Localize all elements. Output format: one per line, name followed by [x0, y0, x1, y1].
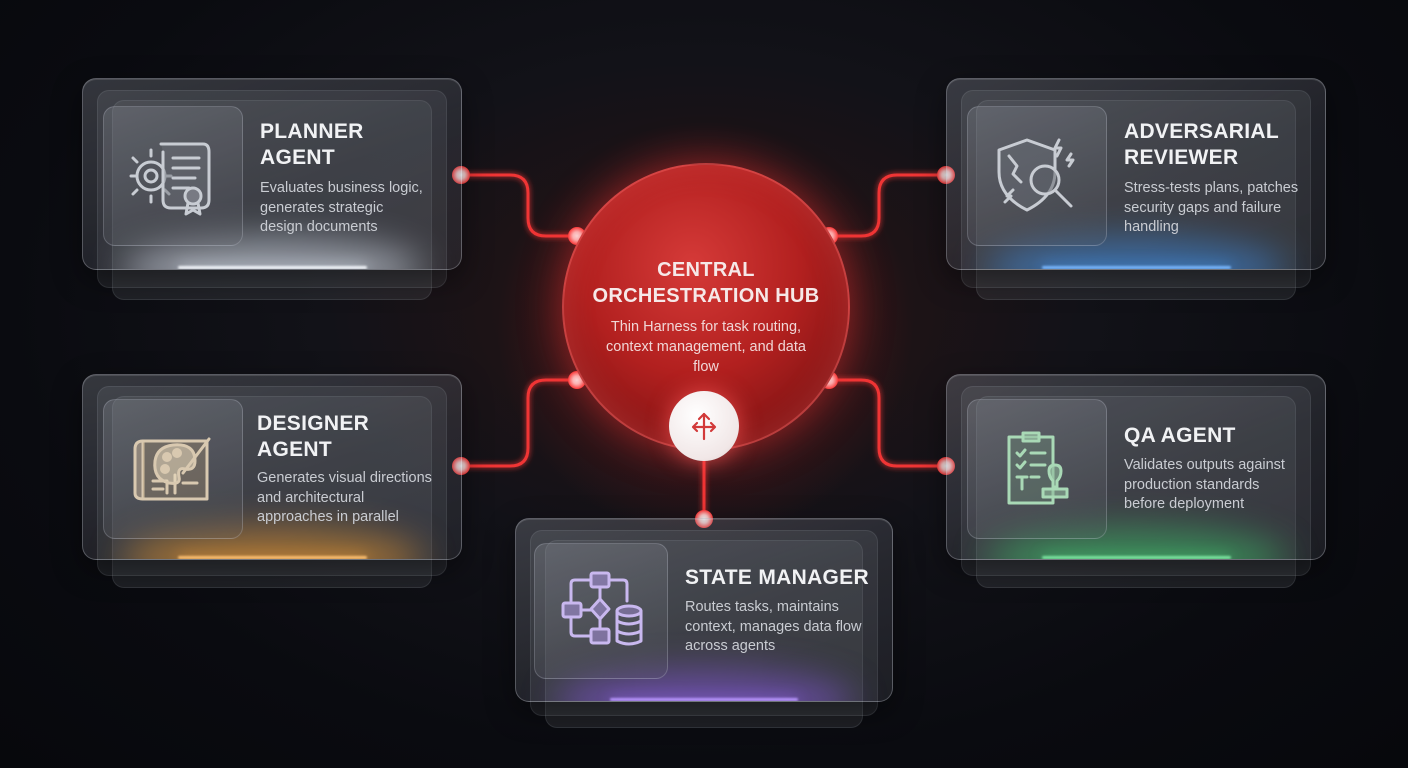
- card-glow-line: [1041, 266, 1231, 269]
- card-desc-line: before deployment: [1124, 496, 1245, 512]
- card-description: Routes tasks, maintains context, manages…: [685, 598, 885, 657]
- card-title-line: AGENT: [260, 146, 335, 169]
- card-title-line: DESIGNER: [257, 412, 370, 435]
- card-title-line: STATE MANAGER: [685, 566, 869, 589]
- icon-tile: [103, 106, 243, 246]
- card-desc-line: approaches in parallel: [257, 509, 399, 525]
- card-title-line: QA AGENT: [1124, 424, 1236, 447]
- card-title: PLANNER AGENT: [260, 119, 450, 171]
- card-desc-line: security gaps and failure: [1124, 199, 1282, 216]
- card-title-line: REVIEWER: [1124, 146, 1239, 169]
- designer-agent-card[interactable]: DESIGNER AGENT Generates visual directio…: [82, 374, 462, 588]
- icon-tile: [967, 106, 1107, 246]
- card-desc-line: handling: [1124, 219, 1179, 235]
- palette-blueprint-icon: [133, 437, 211, 501]
- clipboard-stamp-icon: [1007, 431, 1069, 505]
- icon-tile: [967, 399, 1107, 539]
- card-body: ADVERSARIAL REVIEWER Stress-tests plans,…: [946, 78, 1326, 270]
- card-desc-line: across agents: [685, 638, 776, 654]
- card-desc-line: generates strategic: [260, 199, 384, 216]
- card-glow-line: [177, 266, 367, 269]
- card-title: DESIGNER AGENT: [257, 411, 447, 463]
- hub-title-line: CENTRAL: [657, 259, 755, 281]
- card-body: DESIGNER AGENT Generates visual directio…: [82, 374, 462, 560]
- card-title: STATE MANAGER: [685, 565, 885, 591]
- card-desc-line: Stress-tests plans, patches: [1124, 180, 1299, 196]
- card-desc-line: design documents: [260, 219, 378, 235]
- hub-route-button[interactable]: [669, 391, 739, 461]
- card-glow-line: [177, 556, 367, 559]
- gear-document-certificate-icon: [129, 142, 211, 216]
- hub-description: Thin Harness for task routing, context m…: [596, 317, 816, 377]
- card-desc-line: Generates visual directions: [257, 470, 432, 486]
- card-description: Validates outputs against production sta…: [1124, 456, 1324, 515]
- hub-title-line: ORCHESTRATION HUB: [592, 285, 820, 307]
- card-desc-line: Evaluates business logic,: [260, 180, 423, 196]
- card-desc-line: Validates outputs against: [1124, 457, 1285, 473]
- icon-tile: [534, 543, 668, 679]
- card-glow-line: [1041, 556, 1231, 559]
- card-description: Evaluates business logic, generates stra…: [260, 179, 460, 238]
- split-arrows-icon: [691, 412, 717, 441]
- adversarial-reviewer-card[interactable]: ADVERSARIAL REVIEWER Stress-tests plans,…: [946, 78, 1326, 300]
- card-body: QA AGENT Validates outputs against produ…: [946, 374, 1326, 560]
- card-title-line: PLANNER: [260, 120, 364, 143]
- card-desc-line: context, manages data flow: [685, 618, 862, 635]
- card-title: QA AGENT: [1124, 423, 1314, 449]
- hub-desc-line: flow: [693, 359, 719, 375]
- card-title-line: AGENT: [257, 438, 332, 461]
- planner-agent-card[interactable]: PLANNER AGENT Evaluates business logic, …: [82, 78, 462, 300]
- hub-desc-line: context management, and data: [606, 339, 806, 355]
- card-desc-line: Routes tasks, maintains: [685, 599, 839, 615]
- card-body: PLANNER AGENT Evaluates business logic, …: [82, 78, 462, 270]
- card-title: ADVERSARIAL REVIEWER: [1124, 119, 1314, 171]
- shield-magnifier-icon: [997, 138, 1075, 212]
- state-manager-card[interactable]: STATE MANAGER Routes tasks, maintains co…: [515, 518, 893, 728]
- hub-title: CENTRAL ORCHESTRATION HUB: [564, 257, 848, 309]
- card-description: Generates visual directions and architec…: [257, 469, 457, 528]
- qa-agent-card[interactable]: QA AGENT Validates outputs against produ…: [946, 374, 1326, 588]
- card-body: STATE MANAGER Routes tasks, maintains co…: [515, 518, 893, 702]
- hub-desc-line: Thin Harness for task routing,: [610, 319, 802, 335]
- card-title-line: ADVERSARIAL: [1124, 120, 1279, 143]
- card-glow-line: [610, 698, 798, 701]
- card-description: Stress-tests plans, patches security gap…: [1124, 179, 1324, 238]
- card-desc-line: and architectural: [257, 489, 365, 506]
- flowchart-database-icon: [561, 571, 643, 646]
- icon-tile: [103, 399, 243, 539]
- card-desc-line: production standards: [1124, 476, 1260, 493]
